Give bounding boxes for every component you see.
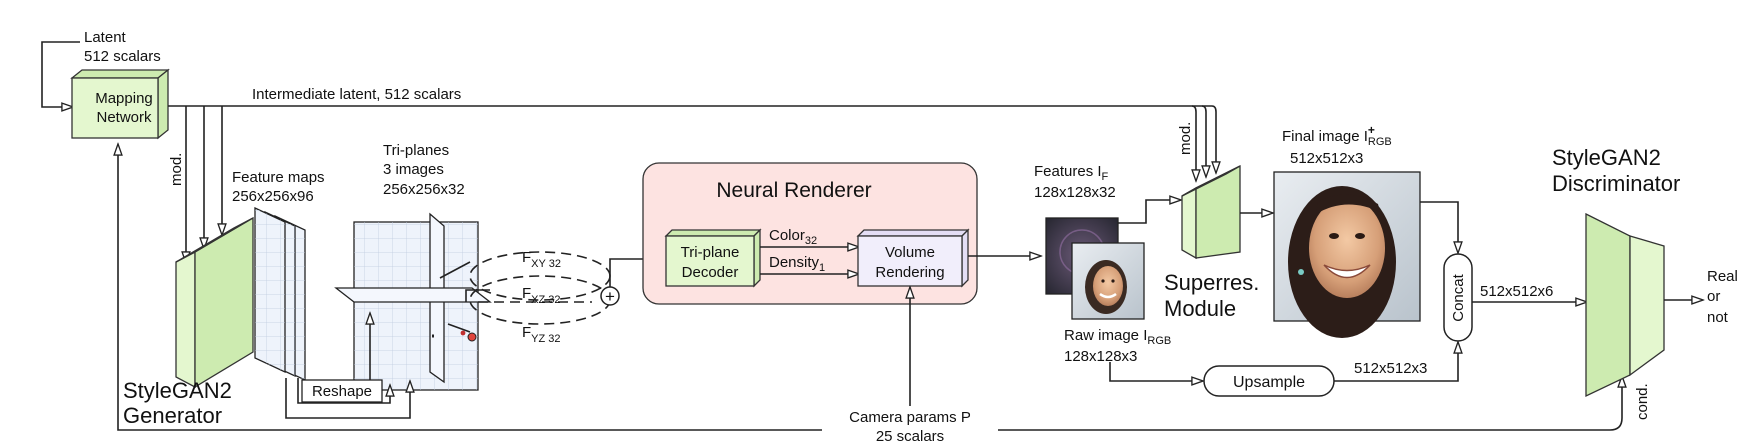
feature-yz-label: FYZ 32 (522, 324, 561, 345)
camera-line2: 25 scalars (876, 428, 944, 445)
discriminator-line1: StyleGAN2 (1552, 145, 1661, 170)
mapping-line1: Mapping (95, 90, 153, 107)
final-to-concat-arrow (1420, 201, 1458, 252)
upsample-to-concat-arrow (1334, 343, 1458, 382)
intermediate-latent-label: Intermediate latent, 512 scalars (252, 86, 461, 103)
feature-xz-label: FXZ 32 (522, 285, 561, 306)
generator-trapezoid (175, 216, 254, 389)
feature-maps-stack (254, 206, 306, 382)
triplanes-dims: 256x256x32 (383, 181, 465, 198)
decoder-line1: Tri-plane (681, 244, 740, 261)
features-to-superres-arrow (1118, 200, 1180, 224)
superres-module-shape (1181, 164, 1241, 260)
latent-title: Latent (84, 29, 127, 46)
density-label: Density1 (769, 254, 825, 274)
superres-line2: Module (1164, 296, 1236, 321)
raw-to-upsample-arrow (1109, 362, 1202, 381)
discriminator-trapezoid (1585, 212, 1665, 398)
reshape-box (301, 379, 383, 403)
camera-line1: Camera params P (849, 409, 971, 426)
camera-to-discriminator-line (998, 377, 1622, 431)
triplanes-block (334, 212, 492, 391)
concat-box (1443, 253, 1473, 342)
final-image-tile (1273, 171, 1421, 338)
generator-label-line1: StyleGAN2 (123, 378, 232, 403)
raw-image-label: Raw image IRGB (1064, 327, 1171, 347)
output-line2: or (1707, 288, 1720, 305)
feature-xy-label: FXY 32 (522, 249, 561, 270)
decoder-line2: Decoder (682, 264, 739, 281)
features-if-dims: 128x128x32 (1034, 184, 1116, 201)
triplane-decoder-box: Tri-plane Decoder (664, 228, 762, 288)
reshape-connectors (297, 378, 390, 404)
volume-line2: Rendering (875, 264, 944, 281)
output-line1: Real (1707, 268, 1738, 285)
mapping-line2: Network (96, 109, 152, 126)
concat-label: Concat (1450, 273, 1467, 321)
generator-mod-label: mod. (168, 153, 185, 186)
raw-image-tile (1071, 242, 1145, 320)
color-label: Color32 (769, 227, 817, 247)
superres-line1: Superres. (1164, 270, 1259, 295)
superres-mod-label: mod. (1177, 122, 1194, 155)
neural-renderer-title: Neural Renderer (716, 179, 871, 202)
feature-maps-title: Feature maps (232, 169, 325, 186)
upsample-output-dims: 512x512x3 (1354, 360, 1427, 377)
reshape-label: Reshape (312, 383, 372, 400)
final-image-dims: 512x512x3 (1290, 150, 1363, 167)
camera-conditioning-line (118, 145, 822, 431)
generator-mod-arrows (186, 106, 222, 262)
discriminator-cond-label: cond. (1634, 383, 1651, 420)
superres-mod-arrows (1192, 105, 1216, 180)
triplanes-subtitle: 3 images (383, 161, 444, 178)
raw-image-dims: 128x128x3 (1064, 348, 1137, 365)
mapping-network-box: Mapping Network (70, 68, 170, 140)
output-line3: not (1707, 309, 1729, 326)
feature-maps-dims: 256x256x96 (232, 188, 314, 205)
generator-label-line2: Generator (123, 403, 222, 428)
features-if-label: Features IF (1034, 163, 1109, 183)
volume-line1: Volume (885, 244, 935, 261)
reshape-connector-2 (285, 378, 410, 419)
triplanes-title: Tri-planes (383, 142, 449, 159)
latent-input-arrow (41, 41, 80, 107)
concat-output-dims: 512x512x6 (1480, 283, 1553, 300)
upsample-label: Upsample (1233, 374, 1305, 391)
sum-symbol: + (605, 287, 615, 306)
final-image-label: Final image I+RGB (1282, 123, 1392, 148)
volume-rendering-box: Volume Rendering (856, 228, 970, 288)
discriminator-line2: Discriminator (1552, 171, 1680, 196)
latent-subtitle: 512 scalars (84, 48, 161, 65)
